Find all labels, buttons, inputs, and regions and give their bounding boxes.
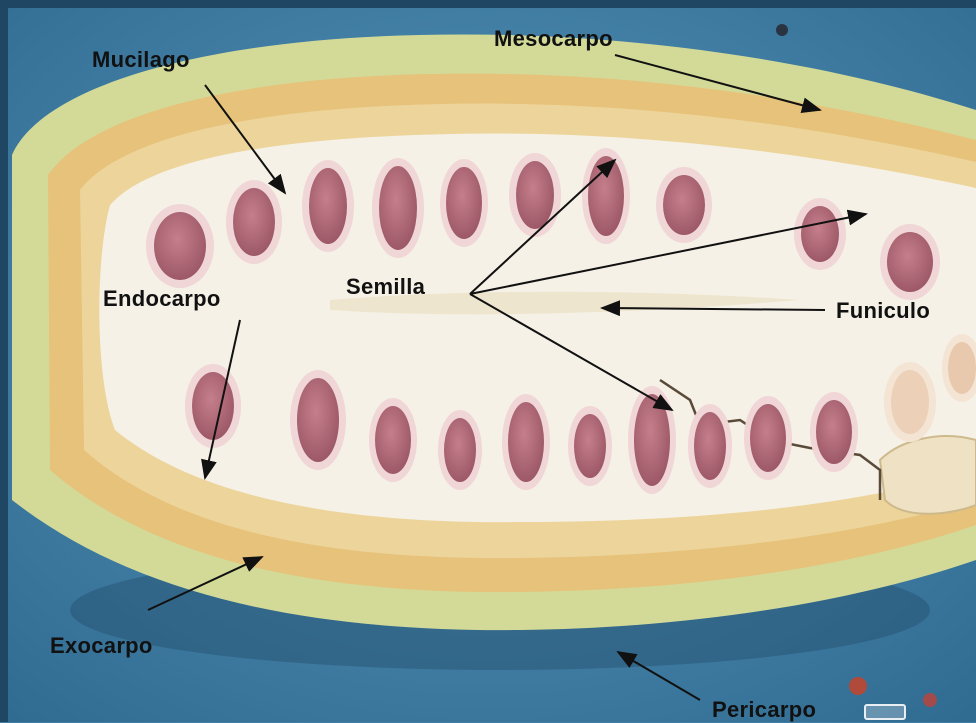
- seed: [444, 418, 476, 482]
- debris: [776, 24, 788, 36]
- debris: [923, 693, 937, 707]
- seed: [192, 372, 234, 440]
- top-edge-dark: [0, 0, 976, 8]
- tag-icon: [864, 704, 906, 720]
- seed: [694, 412, 726, 480]
- label-semilla: Semilla: [346, 274, 425, 300]
- label-funiculo: Funiculo: [836, 298, 930, 324]
- seed: [887, 232, 933, 292]
- debris: [849, 677, 867, 695]
- label-pericarpo: Pericarpo: [712, 697, 816, 723]
- seed: [297, 378, 339, 462]
- seed: [801, 206, 839, 262]
- seed: [508, 402, 544, 482]
- seed: [516, 161, 554, 229]
- seed: [574, 414, 606, 478]
- seed-pale: [891, 370, 929, 434]
- seed: [154, 212, 206, 280]
- seed: [634, 394, 670, 486]
- label-endocarpo: Endocarpo: [103, 286, 221, 312]
- seed: [379, 166, 417, 250]
- seed: [446, 167, 482, 239]
- seed: [663, 175, 705, 235]
- left-edge-dark: [0, 0, 8, 722]
- seed: [375, 406, 411, 474]
- seed: [750, 404, 786, 472]
- label-mucilago: Mucilago: [92, 47, 190, 73]
- label-mesocarpo: Mesocarpo: [494, 26, 613, 52]
- seed-pale: [948, 342, 976, 394]
- seed: [233, 188, 275, 256]
- seed: [816, 400, 852, 464]
- label-exocarpo: Exocarpo: [50, 633, 153, 659]
- seed: [309, 168, 347, 244]
